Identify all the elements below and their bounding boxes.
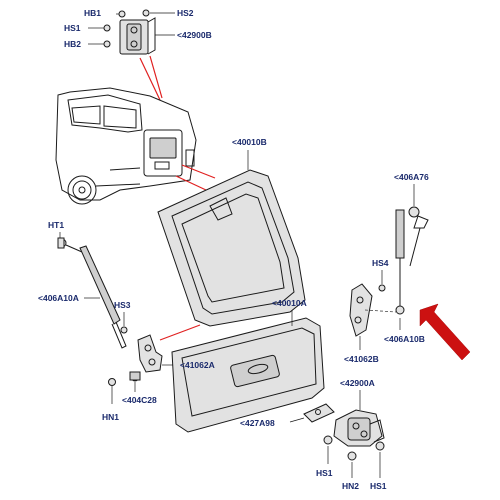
label-hs1-right: HS1 — [370, 481, 387, 491]
label-41062a: <41062A — [180, 360, 215, 370]
lower-hinge-assembly — [323, 390, 385, 478]
label-hn1: HN1 — [102, 412, 119, 422]
label-hs1-left: HS1 — [316, 468, 333, 478]
label-40010a: <40010A — [272, 298, 307, 308]
label-406a10b: <406A10B — [384, 334, 425, 344]
left-strut-bracket — [120, 312, 201, 373]
label-406a10a: <406A10A — [38, 293, 79, 303]
label-404c28: <404C28 — [122, 395, 157, 405]
upper-tailgate-glass-frame — [157, 150, 306, 327]
right-strut-bracket — [349, 270, 397, 350]
label-42900a: <42900A — [340, 378, 375, 388]
label-hb1: HB1 — [84, 8, 101, 18]
striker-plate — [289, 403, 335, 423]
label-hs2: HS2 — [177, 8, 194, 18]
label-ht1: HT1 — [48, 220, 64, 230]
label-hn2: HN2 — [342, 481, 359, 491]
label-427a98: <427A98 — [240, 418, 275, 428]
label-42900b: <42900B — [177, 30, 212, 40]
label-40010b: <40010B — [232, 137, 267, 147]
right-gas-strut — [395, 184, 429, 330]
label-hs3: HS3 — [114, 300, 131, 310]
lower-tailgate-panel — [171, 310, 325, 433]
label-hb2: HB2 — [64, 39, 81, 49]
left-gas-strut — [57, 232, 127, 349]
hinge-leader-line — [139, 57, 161, 101]
vehicle-rear-illustration — [55, 87, 197, 205]
label-406a76: <406A76 — [394, 172, 429, 182]
left-fasteners — [108, 371, 141, 404]
label-hs4: HS4 — [372, 258, 389, 268]
label-hs1-top: HS1 — [64, 23, 81, 33]
upper-hinge-assembly — [88, 9, 175, 55]
callout-arrow — [419, 303, 471, 361]
label-41062b: <41062B — [344, 354, 379, 364]
